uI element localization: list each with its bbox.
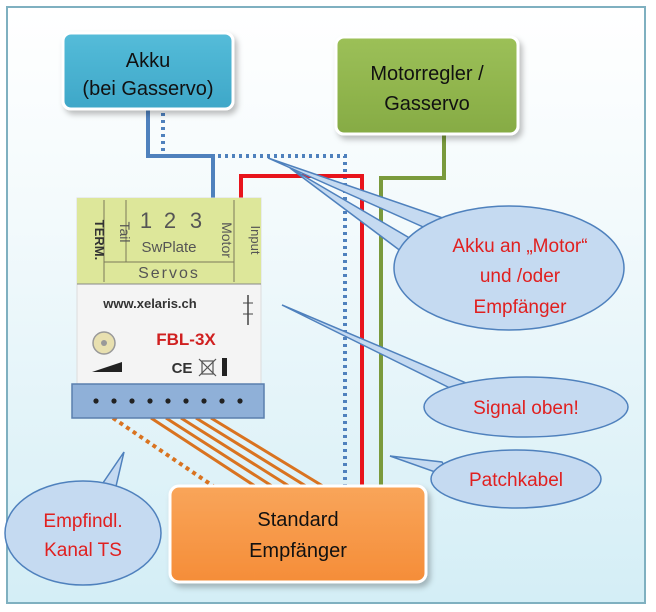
wire-orange-4 (195, 416, 310, 490)
label-swplate: SwPlate (141, 239, 196, 256)
pin-header (71, 383, 265, 419)
weee-icon (198, 358, 217, 377)
wire-orange-5 (210, 416, 327, 490)
wire-akku-dotted (161, 106, 347, 488)
callout-akku-an-line1: Akku an „Motor“ (452, 236, 587, 257)
callout-akku-an-line2: und /oder (480, 266, 561, 287)
label-ce: CE (172, 360, 193, 377)
callout-empfindl-line2: Kanal TS (44, 540, 122, 561)
label-num-3: 3 (190, 208, 202, 233)
wire-orange-3 (180, 416, 293, 490)
wire-orange-1 (150, 416, 259, 490)
label-num-2: 2 (164, 208, 176, 233)
motorregler-label-1: Motorregler / (370, 63, 484, 85)
callout-akku-an: Akku an „Motor“ und /oder Empfänger (267, 157, 625, 331)
akku-box: Akku (bei Gasservo) (61, 31, 235, 111)
callout-patchkabel: Patchkabel (389, 449, 602, 509)
callout-empfindl-line1: Empfindl. (43, 511, 122, 532)
wire-orange-2 (165, 416, 276, 490)
label-input: Input (248, 226, 263, 255)
callout-empfindl: Empfindl. Kanal TS (4, 451, 162, 586)
akku-label-1: Akku (126, 50, 170, 72)
callout-akku-an-line3: Empfänger (474, 297, 568, 318)
label-url: www.xelaris.ch (102, 296, 197, 311)
empfaenger-box: Standard Empfänger (168, 484, 428, 584)
wire-motor-green (379, 134, 446, 488)
empfaenger-label-2: Empfänger (249, 540, 347, 562)
akku-label-2: (bei Gasservo) (82, 78, 213, 100)
callout-patchkabel-text: Patchkabel (469, 470, 563, 491)
label-tail: Tail (117, 221, 133, 242)
label-model: FBL-3X (156, 330, 216, 349)
empfaenger-label-1: Standard (257, 509, 338, 531)
label-motor: Motor (219, 222, 235, 258)
callout-signal-text: Signal oben! (473, 398, 579, 419)
wire-akku-solid (146, 106, 215, 202)
label-servos: Servos (138, 265, 200, 282)
callout-signal: Signal oben! (281, 304, 629, 438)
fbl-device: TERM. Tail 1 2 3 SwPlate Motor Input Ser… (71, 197, 265, 419)
motorregler-label-2: Gasservo (384, 93, 470, 115)
label-num-1: 1 (140, 208, 152, 233)
label-term: TERM. (92, 220, 107, 260)
motorregler-box: Motorregler / Gasservo (334, 35, 520, 136)
